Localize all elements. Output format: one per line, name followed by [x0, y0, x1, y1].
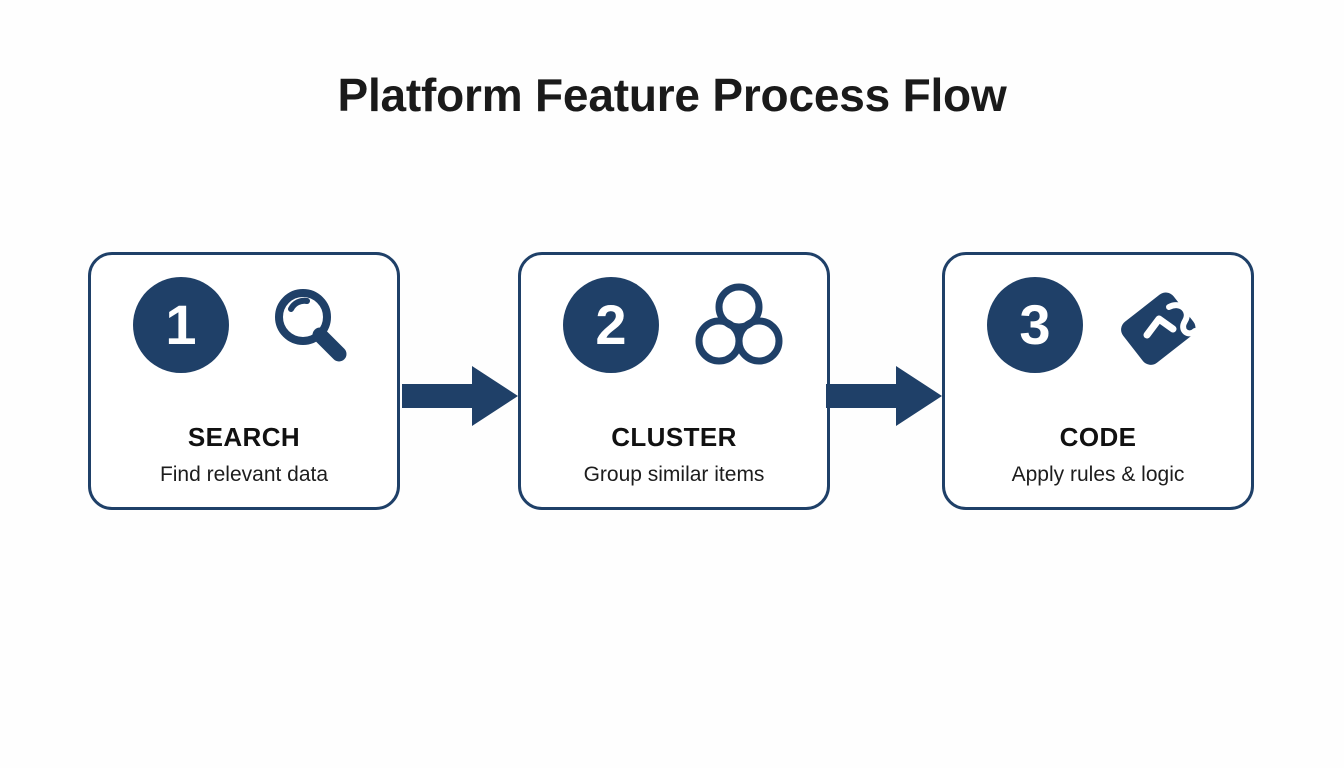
step-card-header: 1	[91, 275, 397, 375]
magnifier-icon	[263, 279, 355, 371]
step-label: CLUSTER	[611, 422, 737, 452]
step-number-badge: 2	[563, 277, 659, 373]
step-label: CODE	[1059, 422, 1137, 452]
page-title: Platform Feature Process Flow	[337, 69, 1007, 121]
step-card-code[interactable]: 3 CODE Apply rules & logic	[942, 252, 1254, 510]
step-card-header: 2	[521, 275, 827, 375]
step-description: Group similar items	[583, 463, 765, 486]
arrow-right-icon	[826, 360, 944, 432]
step-number-badge: 1	[133, 277, 229, 373]
step-description: Apply rules & logic	[1011, 463, 1185, 486]
step-number-badge: 3	[987, 277, 1083, 373]
step-description: Find relevant data	[159, 463, 329, 486]
tag-icon	[1117, 279, 1209, 371]
arrow-right-icon	[402, 360, 520, 432]
step-card-header: 3	[945, 275, 1251, 375]
process-flow-row: 1 SEARCH Find relevant data 2	[88, 252, 1260, 514]
step-card-search[interactable]: 1 SEARCH Find relevant data	[88, 252, 400, 510]
step-card-cluster[interactable]: 2 CLUSTER Group similar items	[518, 252, 830, 510]
cluster-circles-icon	[693, 279, 785, 371]
step-label: SEARCH	[187, 422, 301, 452]
